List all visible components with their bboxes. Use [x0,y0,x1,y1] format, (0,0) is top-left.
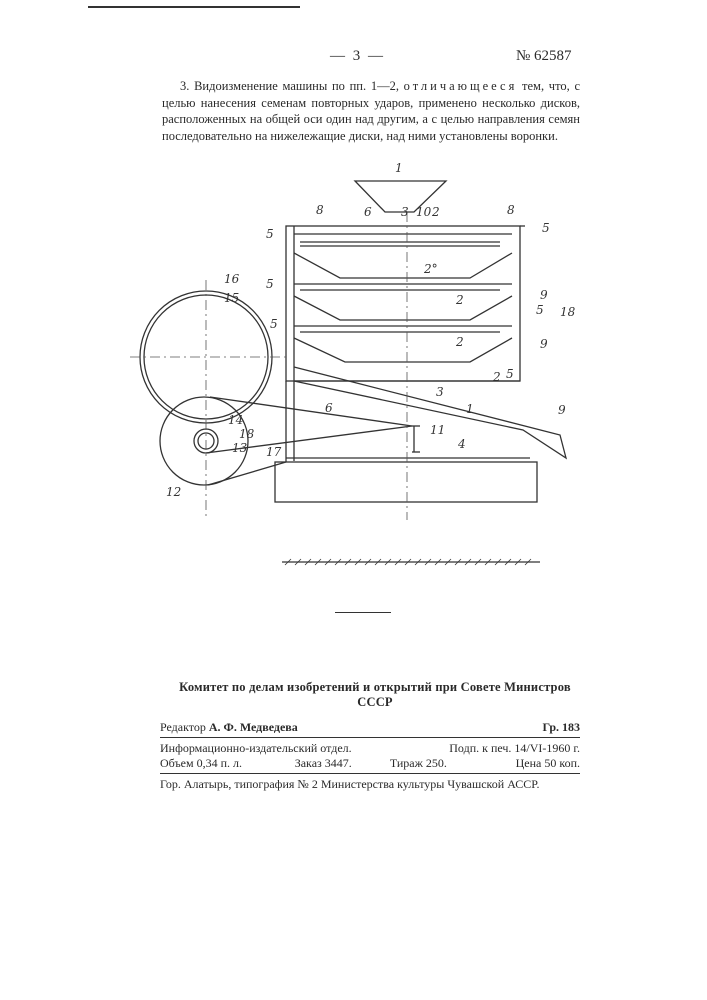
label-12: 12 [166,485,181,499]
technical-drawing: 1 6 3 10 2 8 8 5 5 5 5 2° 2 2 2 9 9 5 5 … [0,150,707,590]
label-11: 11 [430,423,445,437]
label-10: 10 [416,205,432,219]
imprint-rule-bottom [160,773,580,774]
imprint-row-volume: Объем 0,34 п. л. Заказ 3447. Тираж 250. … [160,756,580,771]
patent-number: № 62587 [516,48,572,65]
volume: Объем 0,34 п. л. [160,756,295,771]
dept: Информационно-издательский отдел. [160,741,352,756]
label-8-a: 9 [540,288,548,302]
claim-distinguishing: отличающееся [404,79,518,93]
label-13: 13 [232,441,248,455]
label-5-r3: 5 [506,367,514,381]
label-5-b: 5 [266,277,274,291]
label-6-top: 6 [364,205,372,219]
page-number: — 3 — [330,48,385,65]
label-2-bottom: 2 [492,370,501,384]
claim-number: 3. Видоизменение машины по пп. 1—2, [162,79,399,93]
label-5-r1: 5 [542,221,550,235]
label-16: 16 [224,272,240,286]
imprint-row-printer: Гор. Алатырь, типография № 2 Министерств… [160,777,580,792]
printer: Гор. Алатырь, типография № 2 Министерств… [160,777,539,792]
price: Цена 50 коп. [485,756,580,771]
label-18-right: 18 [560,305,576,319]
label-8-b: 9 [540,337,548,351]
label-1-top: 1 [395,161,403,175]
committee-title: Комитет по делам изобретений и открытий … [175,680,575,710]
run: Тираж 250. [390,756,485,771]
housing [286,226,520,381]
label-9: 9 [558,403,566,417]
label-1-mid: 1 [466,402,474,416]
label-15: 15 [224,291,239,305]
order: Заказ 3447. [295,756,390,771]
label-4: 4 [457,437,466,451]
label-5-a: 5 [266,227,274,241]
label-7-left: 8 [316,203,324,217]
claim-3: 3. Видоизменение машины по пп. 1—2, отли… [162,78,580,144]
label-6-mid: 6 [325,401,333,415]
imprint-row-editor: Редактор А. Ф. Медведева Гр. 183 [160,720,580,735]
label-2-top: 2 [431,205,440,219]
signed-date: Подп. к печ. 14/VI-1960 г. [449,741,580,756]
label-18-left: 18 [239,427,255,441]
imprint-rule-top [160,737,580,738]
separator-rule [335,612,391,613]
group: Гр. 183 [542,720,580,735]
label-5-c: 5 [270,317,278,331]
editor-name: А. Ф. Медведева [209,720,298,734]
frame-base [275,462,537,502]
label-5-r2: 5 [536,303,544,317]
label-3-top: 3 [401,205,409,219]
imprint: Редактор А. Ф. Медведева Гр. 183 Информа… [160,720,580,792]
label-2-low: 2 [455,335,464,349]
top-rule [88,6,300,8]
label-7-right: 8 [507,203,515,217]
label-2-degree: 2° [423,262,438,276]
label-3-mid: 3 [436,385,444,399]
editor: Редактор А. Ф. Медведева [160,720,298,735]
label-2-mid: 2 [455,293,464,307]
label-17: 17 [266,445,282,459]
imprint-row-dept: Информационно-издательский отдел. Подп. … [160,741,580,756]
label-14: 14 [228,413,243,427]
